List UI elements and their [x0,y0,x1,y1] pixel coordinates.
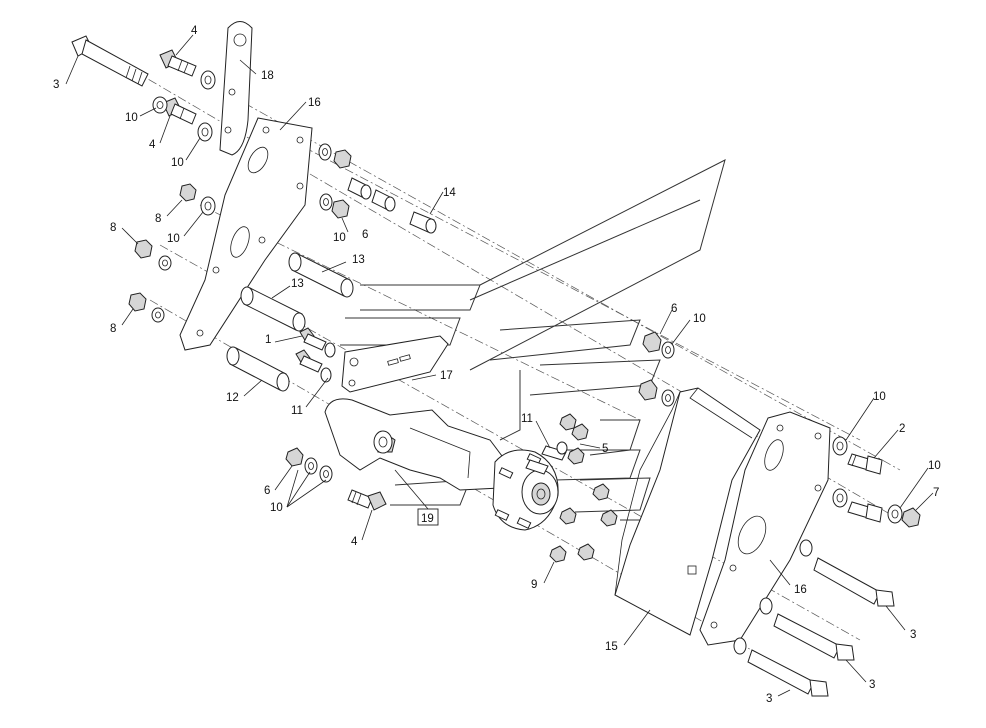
leader-lines [65,34,934,697]
label-10: 10 [270,502,283,514]
label-8: 8 [110,323,116,335]
spacer-tube-13-lower [240,286,306,332]
label-10: 10 [928,460,941,472]
label-6: 6 [264,485,270,497]
label-9: 9 [531,579,537,591]
label-13: 13 [352,254,365,266]
label-16: 16 [794,584,807,596]
label-11: 11 [291,405,303,417]
center-fasteners [549,413,618,563]
label-6: 6 [362,229,368,241]
mounting-plate-16-left [179,117,313,351]
label-13: 13 [291,278,304,290]
label-3: 3 [869,679,875,691]
bracket-17 [341,335,449,393]
phantom-frame-outline [340,159,726,521]
label-10: 10 [873,391,886,403]
nut-7-right [901,507,921,528]
long-bolts-3-right [747,557,895,697]
spacers-top [347,177,437,234]
label-10: 10 [167,233,180,245]
label-2: 2 [899,423,905,435]
label-8: 8 [155,213,161,225]
label-18: 18 [261,70,274,82]
fasteners-right-center [638,331,675,407]
label-10: 10 [171,157,184,169]
bracket-strip-18 [219,21,253,156]
label-3: 3 [53,79,59,91]
bolt-3-top-left [71,35,149,87]
label-1: 1 [265,334,271,346]
bolt-right-mid [847,501,883,523]
fasteners-lower-left [285,447,333,483]
label-11: 11 [521,413,533,425]
label-3: 3 [910,629,916,641]
label-4: 4 [191,25,198,37]
washers-10-top [151,70,333,323]
label-17: 17 [440,370,453,382]
spacer-tube-12 [226,346,290,392]
label-14: 14 [443,187,456,199]
center-lines [89,44,901,691]
label-8: 8 [110,222,116,234]
shield-15 [614,387,761,636]
housing-assembly [324,398,559,531]
callout-labels: 3 4 18 10 4 10 16 8 10 8 8 10 6 14 13 13… [53,25,941,705]
bolts-1 [295,327,336,383]
bolt-2-right [847,453,883,475]
label-10: 10 [333,232,346,244]
label-12: 12 [226,392,239,404]
washers-10-right [733,436,903,655]
nuts-8-and-6-left [128,149,352,312]
spacer-tube-13-upper [288,252,354,298]
label-16: 16 [308,97,321,109]
label-4: 4 [149,139,156,151]
label-4: 4 [351,536,358,548]
label-10: 10 [693,313,706,325]
bolt-4-lower [347,489,387,511]
label-19: 19 [421,513,434,525]
bolt-4-middle [162,97,197,125]
label-7: 7 [933,487,939,499]
label-15: 15 [605,641,618,653]
bolt-4-upper [159,49,197,77]
label-6: 6 [671,303,677,315]
label-10: 10 [125,112,138,124]
label-3: 3 [766,693,772,705]
label-5: 5 [602,443,608,455]
